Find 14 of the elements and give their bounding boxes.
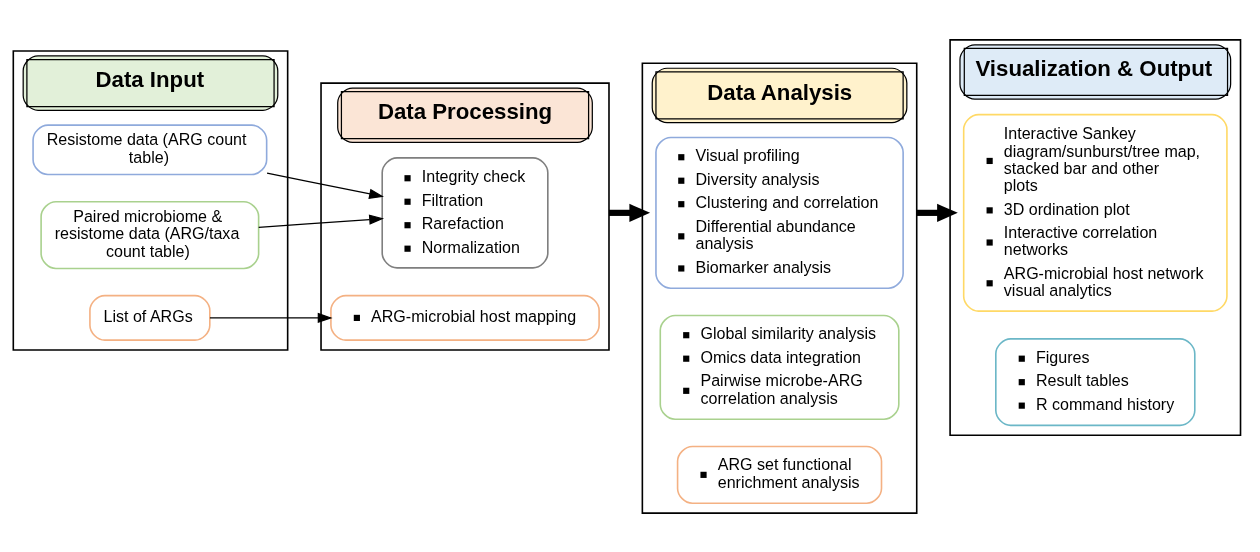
node-box: Integrity check Filtration Rarefaction Normalization xyxy=(381,156,549,269)
node-box: Interactive Sankey diagram/sunburst/tree map, stacked bar and other plots 3D ordination plot Interactive correlation networks ARG-microbial host network visual analytics xyxy=(962,113,1228,312)
node-box: ARG-microbial host mapping xyxy=(330,294,600,341)
node-box: ARG set functional enrichment analysis xyxy=(676,445,883,504)
node-box: Global similarity analysis Omics data integration Pairwise microbe-ARG correlation analysis xyxy=(659,314,900,420)
node-box: Paired microbiome & resistome data (ARG/taxa count table) xyxy=(40,200,260,269)
node-box: Resistome data (ARG count table) xyxy=(32,123,268,175)
arrow xyxy=(266,172,384,199)
node-box: Visual profiling Diversity analysis Clustering and correlation Differential abundance analysis Biomarker analysis xyxy=(655,136,904,289)
node-box: List of ARGs xyxy=(89,294,211,341)
arrow xyxy=(916,203,958,222)
arrow xyxy=(258,213,385,228)
node-box: Figures Result tables R command history xyxy=(995,337,1196,426)
arrow xyxy=(209,312,333,323)
